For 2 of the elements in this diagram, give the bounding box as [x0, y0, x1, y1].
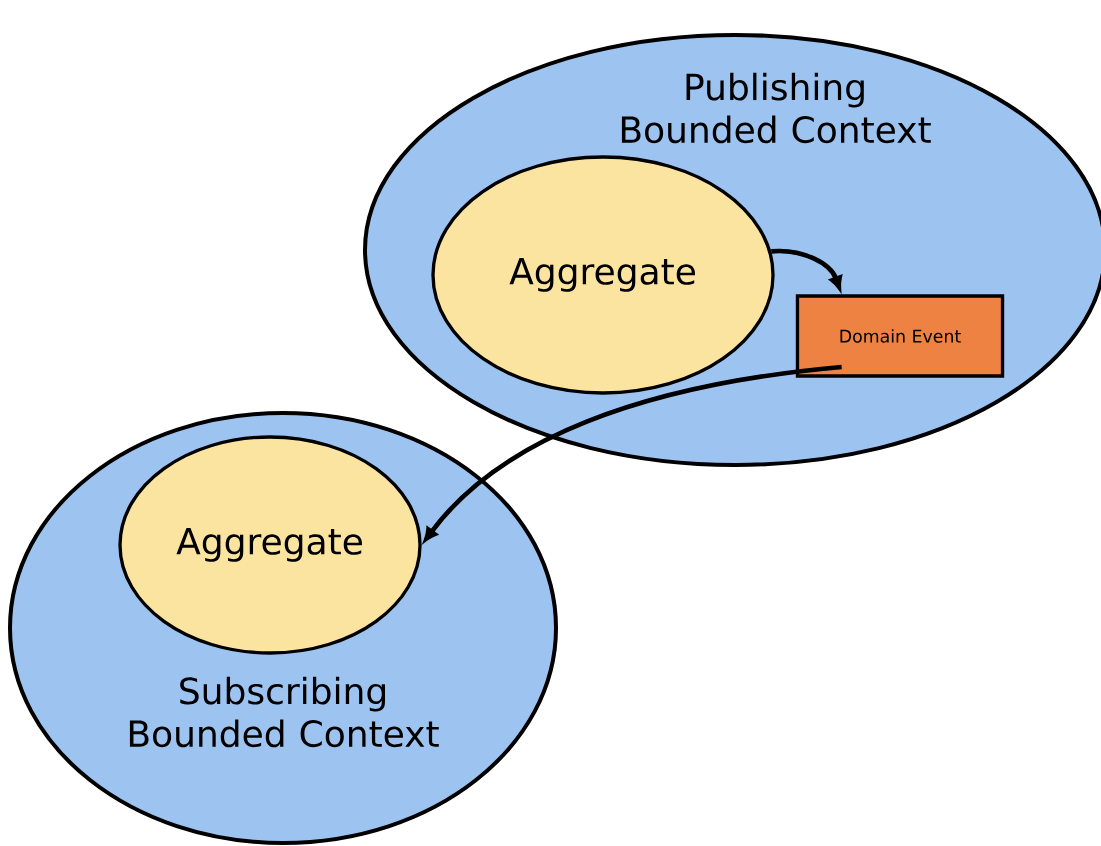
event-box: Domain Event [795, 294, 1005, 378]
arrow [423, 364, 842, 542]
